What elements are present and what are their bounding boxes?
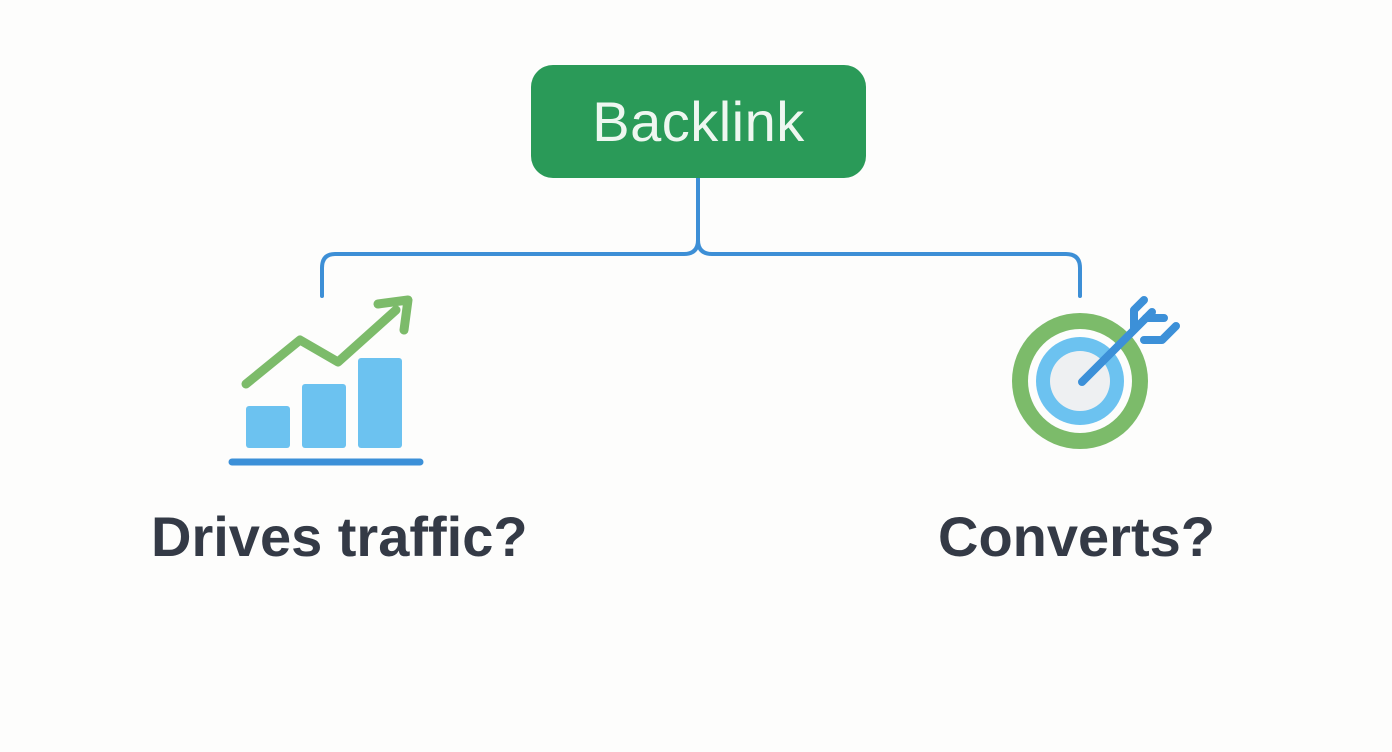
trend-arrowhead — [373, 295, 413, 335]
target-icon — [1012, 296, 1180, 449]
connector-trunk — [320, 176, 700, 298]
trend-line — [241, 305, 401, 389]
growth-chart-icon — [228, 295, 424, 466]
dart-fletching-b — [1140, 322, 1180, 344]
dart-fletching-a — [1130, 296, 1148, 332]
connector-right — [696, 176, 1082, 298]
root-node-backlink: Backlink — [531, 65, 866, 178]
chart-bar-large — [358, 358, 402, 448]
chart-bar-medium — [302, 384, 346, 448]
chart-bar-small — [246, 406, 290, 448]
dart-shaft — [1078, 308, 1156, 386]
root-label: Backlink — [592, 90, 805, 153]
branch-label-converts: Converts? — [938, 505, 1215, 568]
branch-label-drives-traffic: Drives traffic? — [151, 505, 528, 568]
